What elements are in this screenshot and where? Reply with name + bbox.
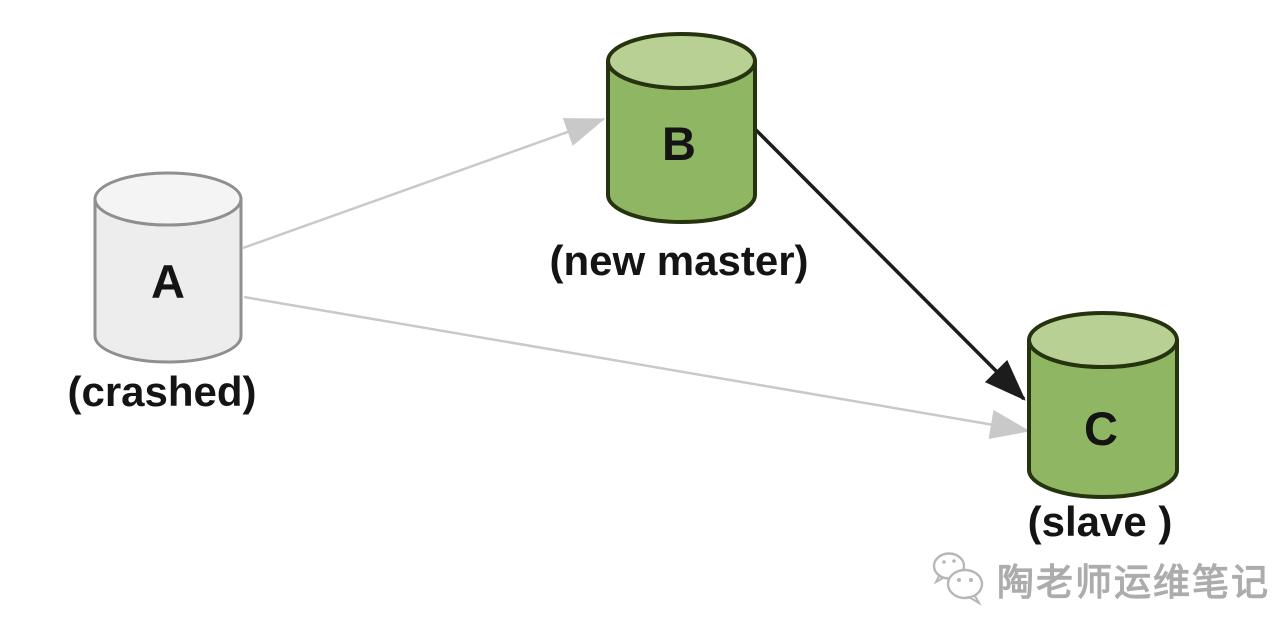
node-b-label: B xyxy=(662,117,696,170)
edge-b-to-c xyxy=(752,126,1026,401)
node-b-cylinder: B (new master) xyxy=(549,32,809,284)
node-a-top xyxy=(93,171,243,227)
edge-a-to-c xyxy=(243,295,1031,440)
watermark-text: 陶老师运维笔记 xyxy=(997,562,1270,603)
node-c-top xyxy=(1027,311,1179,369)
node-a-label: A xyxy=(151,255,185,308)
node-a-caption: (crashed) xyxy=(67,368,256,415)
wechat-icon xyxy=(932,552,984,606)
node-b-top xyxy=(606,32,757,90)
node-c-label: C xyxy=(1084,402,1118,455)
node-a-cylinder: A (crashed) xyxy=(67,171,257,415)
edge-a-to-b xyxy=(242,117,606,250)
watermark: 陶老师运维笔记 xyxy=(929,548,1270,610)
node-c-cylinder: C (slave ) xyxy=(1027,311,1179,545)
node-b-caption: (new master) xyxy=(549,237,808,284)
node-c-caption: (slave ) xyxy=(1028,498,1173,545)
